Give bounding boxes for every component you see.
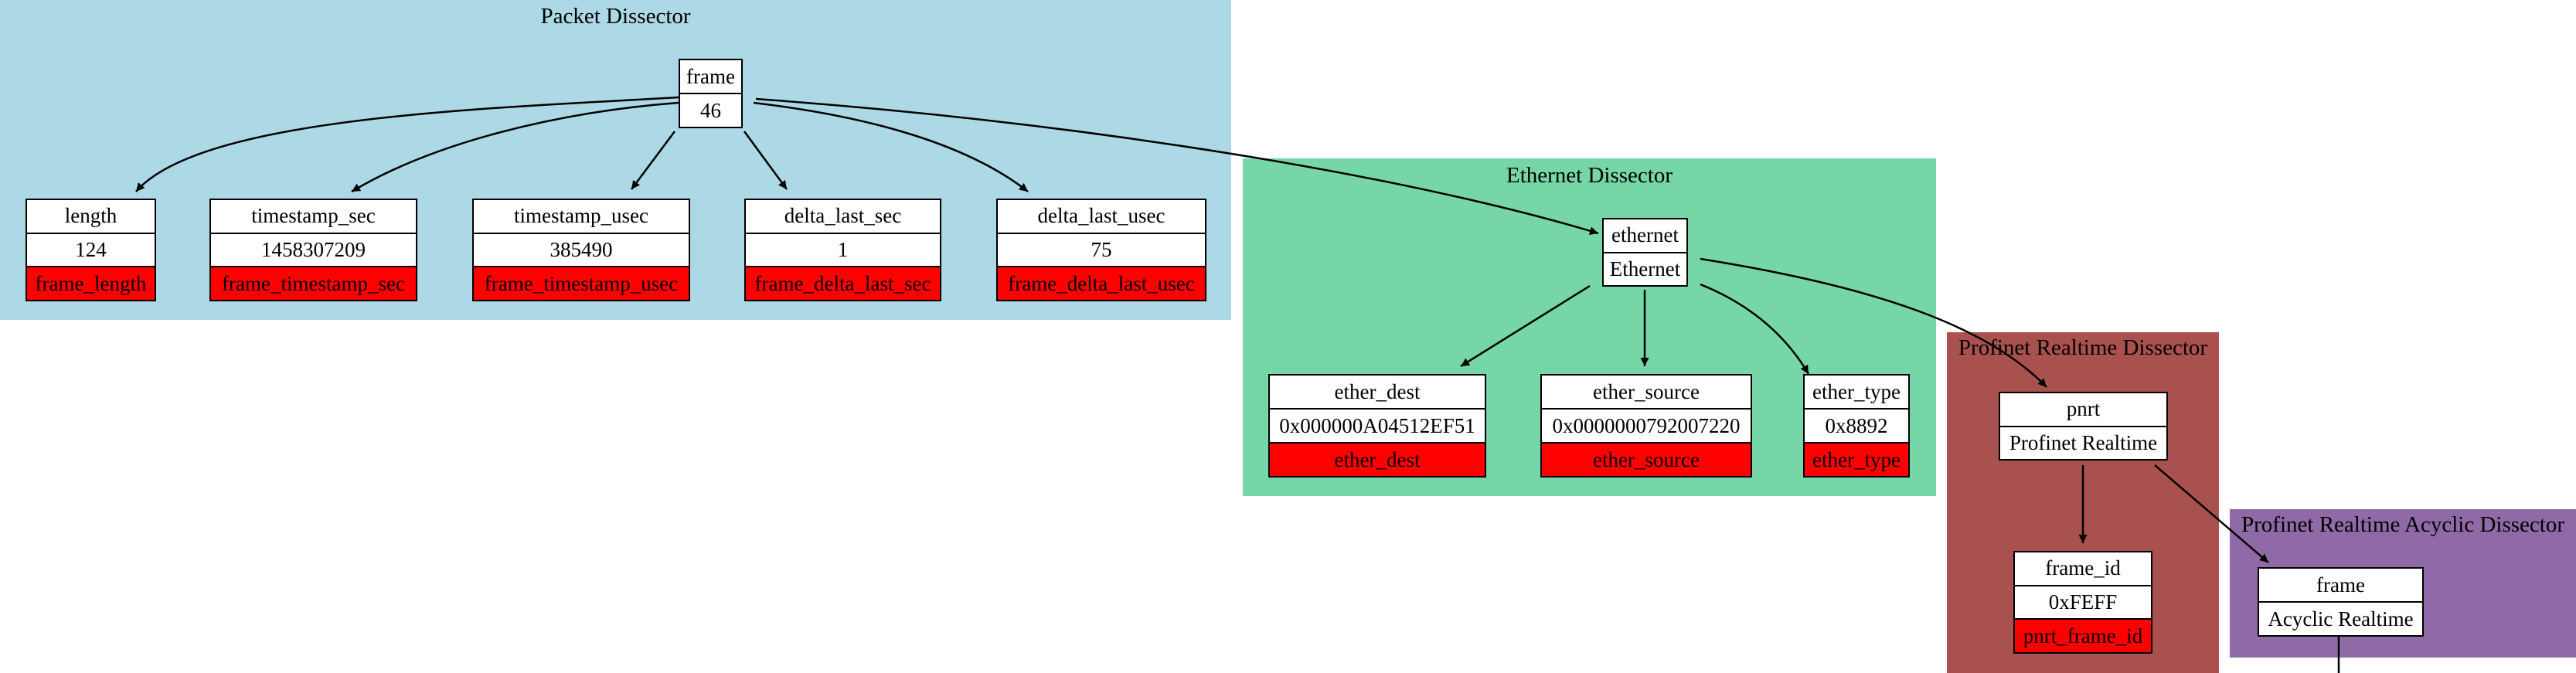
edge-pnrt-acyclic xyxy=(2154,464,2269,563)
node-timestamp-sec[interactable]: timestamp_sec 1458307209 frame_timestamp… xyxy=(209,199,417,301)
node-value: 385490 xyxy=(474,232,689,267)
node-value: 46 xyxy=(680,93,741,127)
node-field: frame_length xyxy=(27,266,155,301)
edge-frame-delta-last-usec xyxy=(753,101,1029,192)
node-field: frame_timestamp_sec xyxy=(211,266,416,301)
node-field: frame_delta_last_usec xyxy=(998,266,1205,301)
node-name: length xyxy=(64,204,117,228)
edge-frame-timestamp-usec xyxy=(630,131,676,190)
node-field: frame_timestamp_usec xyxy=(474,266,689,301)
node-acyclic-frame[interactable]: frame Acyclic Realtime xyxy=(2258,567,2424,637)
node-name: frame_id xyxy=(2045,556,2121,580)
node-value: 1458307209 xyxy=(211,232,416,267)
node-value: Acyclic Realtime xyxy=(2259,601,2422,635)
node-length[interactable]: length 124 frame_length xyxy=(26,199,156,301)
edge-ethernet-ether-dest xyxy=(1460,284,1591,368)
node-name: frame xyxy=(686,64,735,88)
edge-ethernet-pnrt xyxy=(1700,257,2047,388)
node-ether-source[interactable]: ether_source 0x0000000792007220 ether_so… xyxy=(1540,374,1752,478)
node-timestamp-usec[interactable]: timestamp_usec 385490 frame_timestamp_us… xyxy=(472,199,690,301)
node-field: pnrt_frame_id xyxy=(2015,618,2151,653)
node-field: frame_delta_last_sec xyxy=(746,266,940,301)
node-frame[interactable]: frame 46 xyxy=(679,59,743,128)
node-value: Profinet Realtime xyxy=(2000,425,2166,460)
node-value: 0x8892 xyxy=(1805,408,1908,442)
node-name: delta_last_sec xyxy=(784,204,902,228)
node-ether-type[interactable]: ether_type 0x8892 ether_type xyxy=(1803,374,1910,478)
edge-frame-length xyxy=(135,96,679,192)
cluster-label: Packet Dissector xyxy=(540,4,691,29)
edge-frame-delta-last-sec xyxy=(743,131,788,190)
node-frame-id[interactable]: frame_id 0xFEFF pnrt_frame_id xyxy=(2013,551,2152,654)
cluster-label: Profinet Realtime Dissector xyxy=(1958,335,2208,360)
node-value: 0x000000A04512EF51 xyxy=(1270,408,1485,442)
node-name: timestamp_sec xyxy=(251,204,376,228)
node-name: ethernet xyxy=(1611,223,1679,247)
node-field: ether_type xyxy=(1805,442,1908,476)
node-ethernet[interactable]: ethernet Ethernet xyxy=(1602,218,1688,287)
node-value: Ethernet xyxy=(1604,251,1686,286)
node-name: ether_dest xyxy=(1334,379,1421,403)
node-delta-last-usec[interactable]: delta_last_usec 75 frame_delta_last_usec xyxy=(996,199,1206,301)
node-value: 0xFEFF xyxy=(2015,584,2151,619)
node-field: ether_dest xyxy=(1270,442,1485,476)
node-delta-last-sec[interactable]: delta_last_sec 1 frame_delta_last_sec xyxy=(744,199,941,301)
node-name: delta_last_usec xyxy=(1037,204,1165,228)
node-pnrt[interactable]: pnrt Profinet Realtime xyxy=(1999,392,2168,461)
cluster-label: Profinet Realtime Acyclic Dissector xyxy=(2241,512,2564,537)
cluster-label: Ethernet Dissector xyxy=(1506,163,1673,188)
node-name: ether_type xyxy=(1812,379,1901,403)
edge-frame-timestamp-sec xyxy=(351,101,679,193)
edge-frame-ethernet xyxy=(755,97,1599,236)
node-value: 124 xyxy=(27,232,155,267)
node-value: 75 xyxy=(998,232,1205,267)
node-value: 0x0000000792007220 xyxy=(1542,408,1751,442)
node-field: ether_source xyxy=(1542,442,1751,476)
node-name: frame xyxy=(2316,573,2365,597)
node-value: 1 xyxy=(746,232,940,267)
node-name: ether_source xyxy=(1593,379,1700,403)
node-name: pnrt xyxy=(2066,397,2101,421)
node-ether-dest[interactable]: ether_dest 0x000000A04512EF51 ether_dest xyxy=(1268,374,1486,478)
node-name: timestamp_usec xyxy=(514,204,648,228)
edge-ethernet-ether-type xyxy=(1700,283,1810,375)
